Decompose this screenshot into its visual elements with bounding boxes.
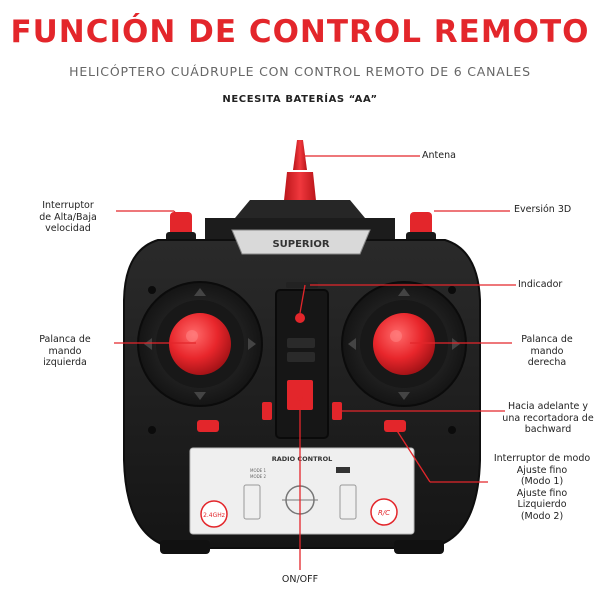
label-left-stick: Palanca de mando izquierda [39, 334, 91, 368]
battery-note: NECESITA BATERÍAS “AA” [222, 94, 378, 105]
label-trim: Hacia adelante y una recortadora de bach… [502, 401, 594, 435]
left-trim-button[interactable] [262, 402, 272, 420]
right-stick[interactable] [341, 281, 467, 407]
label-eversion: Eversión 3D [514, 204, 572, 215]
panel-header: RADIO CONTROL [272, 455, 332, 463]
brand-text: SUPERIOR [272, 239, 329, 250]
mode2-text: MODE 2 [250, 474, 266, 479]
frequency-badge: 2.4GHz [203, 512, 225, 519]
label-antenna: Antena [422, 150, 456, 161]
power-button[interactable] [287, 380, 313, 410]
label-right-stick: Palanca de mando derecha [521, 334, 573, 368]
label-speed-switch: Interruptor de Alta/Baja velocidad [39, 200, 97, 234]
rc-badge: R/C [378, 509, 390, 517]
page-title: FUNCIÓN DE CONTROL REMOTO [10, 14, 590, 50]
radio-control-panel: RADIO CONTROL MODE 1 MODE 2 2.4GHz R/C [189, 447, 415, 535]
right-trim-button[interactable] [332, 402, 342, 420]
label-indicator: Indicador [518, 279, 563, 290]
callout-lines [114, 155, 516, 570]
indicator-light [295, 313, 305, 323]
label-onoff: ON/OFF [281, 574, 319, 585]
left-stick[interactable] [137, 281, 263, 407]
page-subtitle: HELICÓPTERO CUÁDRUPLE CON CONTROL REMOTO… [69, 64, 531, 79]
left-mode-switch[interactable] [197, 420, 219, 432]
label-mode-switch: Interruptor de modo Ajuste fino (Modo 1)… [493, 453, 591, 522]
mode1-text: MODE 1 [250, 468, 266, 473]
right-mode-switch[interactable] [384, 420, 406, 432]
brand-plate: SUPERIOR [231, 229, 371, 255]
